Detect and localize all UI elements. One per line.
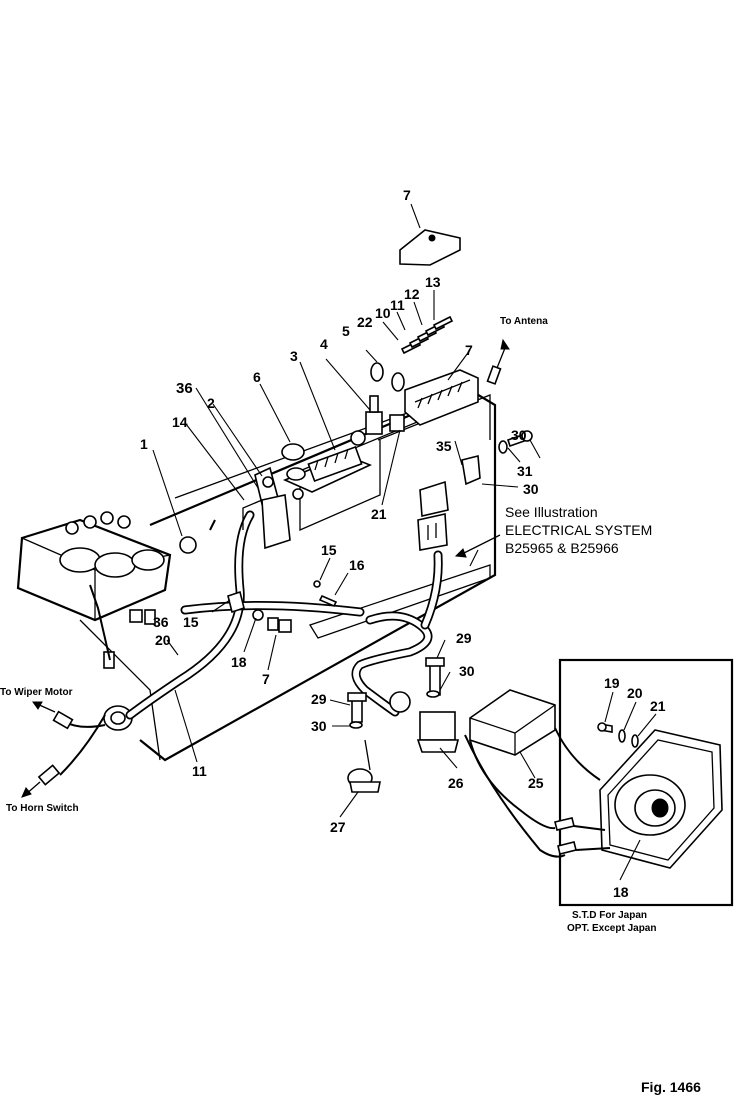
callout-24: 21 xyxy=(371,506,387,522)
callout-23: 20 xyxy=(155,632,171,648)
top-components xyxy=(179,229,533,633)
callout-10: 12 xyxy=(404,286,420,302)
note-electrical-system: ELECTRICAL SYSTEM xyxy=(505,522,652,538)
note-horn-switch: To Horn Switch xyxy=(6,803,79,814)
callout-3: 3 xyxy=(290,348,298,364)
callout-2: 2 xyxy=(207,395,215,411)
horn-relay-assembly xyxy=(347,657,601,858)
callout-29-left: 29 xyxy=(311,691,327,707)
callout-20: 19 xyxy=(604,675,620,691)
callout-12: 11 xyxy=(192,763,207,779)
callout-35: 36 xyxy=(153,614,169,630)
callout-34: 35 xyxy=(436,438,452,454)
note-wiper-motor: To Wiper Motor xyxy=(0,687,73,698)
callout-7-top: 7 xyxy=(403,187,411,203)
callout-8: 10 xyxy=(375,305,391,321)
callout-28: 27 xyxy=(330,819,346,835)
figure-label: Fig. 1466 xyxy=(641,1079,701,1095)
callout-13: 16 xyxy=(349,557,365,573)
lead-ends xyxy=(21,701,74,798)
callout-21: 20 xyxy=(627,685,643,701)
callout-22: 21 xyxy=(650,698,666,714)
callout-27: 26 xyxy=(448,775,464,791)
text-notes: To Wiper Motor To Horn Switch To Antena … xyxy=(0,316,701,1095)
note-drawing-refs: B25965 & B25966 xyxy=(505,540,619,556)
callout-25: 22 xyxy=(357,314,373,330)
callout-36: 36 xyxy=(176,380,193,397)
wire-harness xyxy=(59,510,443,776)
callout-1: 1 xyxy=(140,436,148,452)
callout-17: 7 xyxy=(262,671,270,687)
note-see-illustration: See Illustration xyxy=(505,504,598,520)
callout-5: 5 xyxy=(342,323,350,339)
note-std-japan: S.T.D For Japan xyxy=(572,910,647,921)
note-opt-except: OPT. Except Japan xyxy=(567,923,656,934)
callout-33: 31 xyxy=(517,463,533,479)
callout-26: 25 xyxy=(528,775,544,791)
callout-9: 11 xyxy=(390,297,405,313)
callout-29-right: 29 xyxy=(456,630,472,646)
leader-lines xyxy=(152,203,657,881)
callout-14: 15 xyxy=(321,542,337,558)
callout-16: 15 xyxy=(183,614,199,630)
callout-18: 18 xyxy=(231,654,247,670)
callout-19: 18 xyxy=(613,884,629,900)
callout-32: 30 xyxy=(511,427,527,443)
callout-30-left: 30 xyxy=(311,718,327,734)
callout-4: 4 xyxy=(320,336,328,352)
callout-11: 13 xyxy=(425,274,441,290)
note-antena: To Antena xyxy=(500,316,548,327)
callout-numbers: 7 13 12 11 10 22 7 5 4 3 6 36 2 14 1 35 … xyxy=(140,187,666,900)
callout-31: 30 xyxy=(523,481,539,497)
callout-6: 6 xyxy=(253,369,261,385)
meter-cluster xyxy=(16,511,172,731)
horn-frame xyxy=(554,658,734,907)
callout-7-fusebox: 7 xyxy=(465,342,473,358)
callout-15: 14 xyxy=(172,414,188,430)
callout-30-right: 30 xyxy=(459,663,475,679)
